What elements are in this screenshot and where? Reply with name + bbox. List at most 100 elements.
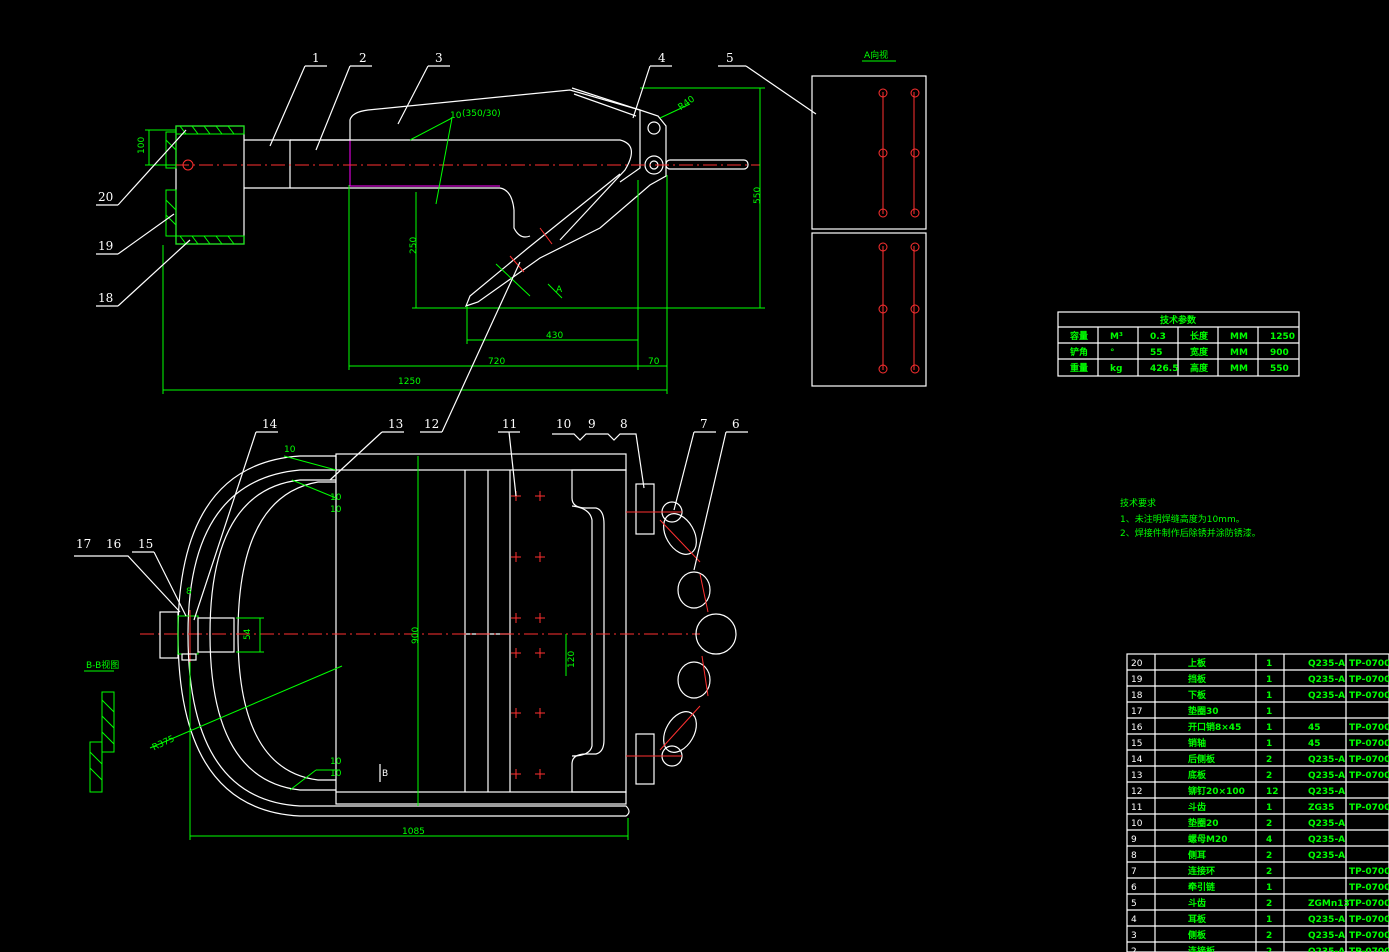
tech-param-cell: 1250 (1270, 332, 1295, 342)
balloon-16: 16 (106, 537, 121, 551)
bom-cell: Q235-A (1308, 851, 1345, 861)
bom-cell: 耳板 (1188, 913, 1207, 925)
bom-cell: TP-0700-11 (1349, 739, 1389, 749)
bom-cell: 连接板 (1188, 945, 1216, 952)
tech-param-cell: 900 (1270, 348, 1289, 358)
balloon-19: 19 (98, 239, 113, 253)
bom-cell: TP-0700-05 (1349, 899, 1389, 909)
bom-cell: 1 (1266, 915, 1272, 925)
bom-cell: TP-0700-13 (1349, 691, 1389, 701)
svg-text:A向视: A向视 (864, 49, 888, 61)
bom-cell: 12 (1266, 787, 1279, 797)
bom-cell: 11 (1131, 803, 1142, 813)
bom-cell: TP-0700-03 (1349, 931, 1389, 941)
a-view: A向视 (811, 49, 927, 387)
bom-cell: Q235-A (1308, 931, 1345, 941)
svg-text:430: 430 (546, 331, 563, 341)
balloon-5: 5 (726, 51, 734, 65)
balloon-8: 8 (620, 417, 628, 431)
bom-cell: 1 (1266, 883, 1272, 893)
bom-table: 20上板1Q235-ATP-0700-1519挡板1Q235-ATP-0700-… (1126, 653, 1389, 952)
tech-param-cell: 容量 (1069, 330, 1088, 342)
bom-cell: 2 (1266, 851, 1272, 861)
svg-text:R40: R40 (677, 94, 697, 113)
bom-cell: TP-0700-09 (1349, 771, 1389, 781)
plan-view: 1085 900 R375 10 10 10 10 10 8 120 54 B (140, 445, 737, 840)
svg-text:720: 720 (488, 357, 505, 367)
tech-param-cell: MM (1230, 364, 1248, 374)
balloon-11: 11 (502, 417, 517, 431)
svg-text:B-B视图: B-B视图 (86, 659, 119, 671)
balloon-14: 14 (262, 417, 278, 431)
balloon-13: 13 (388, 417, 403, 431)
svg-text:A: A (556, 285, 563, 295)
balloon-6: 6 (732, 417, 740, 431)
tech-param-cell: 426.5 (1150, 364, 1178, 374)
svg-text:1085: 1085 (402, 827, 425, 837)
side-view: 1250 720 430 70 550 250 100 R40 (350/30)… (137, 87, 765, 394)
bom-cell: TP-0700-10 (1349, 755, 1389, 765)
bom-cell: 1 (1266, 707, 1272, 717)
bom-cell: 19 (1131, 675, 1143, 685)
bom-cell: 14 (1131, 755, 1143, 765)
bom-cell: TP-0700-04 (1349, 915, 1389, 925)
bom-cell: Q235-A (1308, 771, 1345, 781)
svg-text:100: 100 (137, 137, 147, 154)
tech-notes: 技术要求 1、未注明焊缝高度为10mm。 2、焊接件制作后除锈并涂防锈漆。 (1120, 497, 1261, 539)
svg-text:250: 250 (409, 237, 419, 254)
balloon-3: 3 (435, 51, 443, 65)
bom-cell: 底板 (1188, 769, 1207, 781)
balloon-9: 9 (588, 417, 596, 431)
tech-param-cell: 宽度 (1189, 346, 1209, 358)
bom-cell: TP-0700-06 (1349, 883, 1389, 893)
bom-cell: 13 (1131, 771, 1142, 781)
bom-cell: 开口销8×45 (1188, 721, 1241, 733)
tech-param-cell: 0.3 (1150, 332, 1166, 342)
bom-cell: 1 (1266, 691, 1272, 701)
svg-text:2、焊接件制作后除锈并涂防锈漆。: 2、焊接件制作后除锈并涂防锈漆。 (1120, 527, 1261, 539)
bom-cell: 斗齿 (1188, 897, 1206, 909)
bom-cell: TP-0700-02 (1349, 947, 1389, 952)
tech-param-cell: MM (1230, 348, 1248, 358)
tech-param-cell: ° (1110, 348, 1115, 358)
bom-cell: 12 (1131, 787, 1142, 797)
bom-cell: TP-0700-15 (1349, 659, 1389, 669)
bom-cell: 2 (1266, 867, 1272, 877)
bom-cell: 1 (1266, 739, 1272, 749)
bom-cell: 下板 (1188, 689, 1207, 701)
svg-text:10: 10 (284, 445, 296, 455)
bom-cell: 2 (1266, 819, 1272, 829)
bom-cell: 2 (1266, 755, 1272, 765)
bom-cell: 7 (1131, 867, 1137, 877)
bom-cell: 1 (1266, 803, 1272, 813)
svg-text:B: B (382, 769, 388, 779)
svg-text:54: 54 (243, 628, 253, 640)
bom-cell: 后侧板 (1188, 753, 1216, 765)
balloon-17: 17 (76, 537, 91, 551)
rear-block (175, 125, 245, 245)
bom-cell: 挡板 (1188, 673, 1207, 685)
bom-cell: Q235-A (1308, 787, 1345, 797)
bom-cell: 3 (1131, 931, 1137, 941)
tech-param-cell: MM (1230, 332, 1248, 342)
bom-cell: 4 (1266, 835, 1272, 845)
bom-cell: 4 (1131, 915, 1137, 925)
bom-cell: 2 (1266, 771, 1272, 781)
bom-cell: TP-0700-12 (1349, 723, 1389, 733)
balloons-top: 1 2 3 4 5 20 19 18 (96, 51, 817, 307)
bom-cell: 2 (1131, 947, 1137, 952)
bom-cell: 侧耳 (1188, 849, 1206, 861)
svg-text:R375: R375 (151, 734, 176, 753)
tech-param-cell: 长度 (1190, 330, 1209, 342)
bom-cell: 斗齿 (1188, 801, 1206, 813)
bom-cell: 16 (1131, 723, 1143, 733)
bom-cell: 2 (1266, 931, 1272, 941)
bom-cell: ZGMn13 (1308, 899, 1350, 909)
balloon-15: 15 (138, 537, 153, 551)
bom-cell: Q235-A (1308, 659, 1345, 669)
balloon-7: 7 (700, 417, 708, 431)
bom-cell: 18 (1131, 691, 1143, 701)
tech-param-cell: kg (1110, 364, 1122, 374)
svg-text:10: 10 (330, 505, 342, 515)
